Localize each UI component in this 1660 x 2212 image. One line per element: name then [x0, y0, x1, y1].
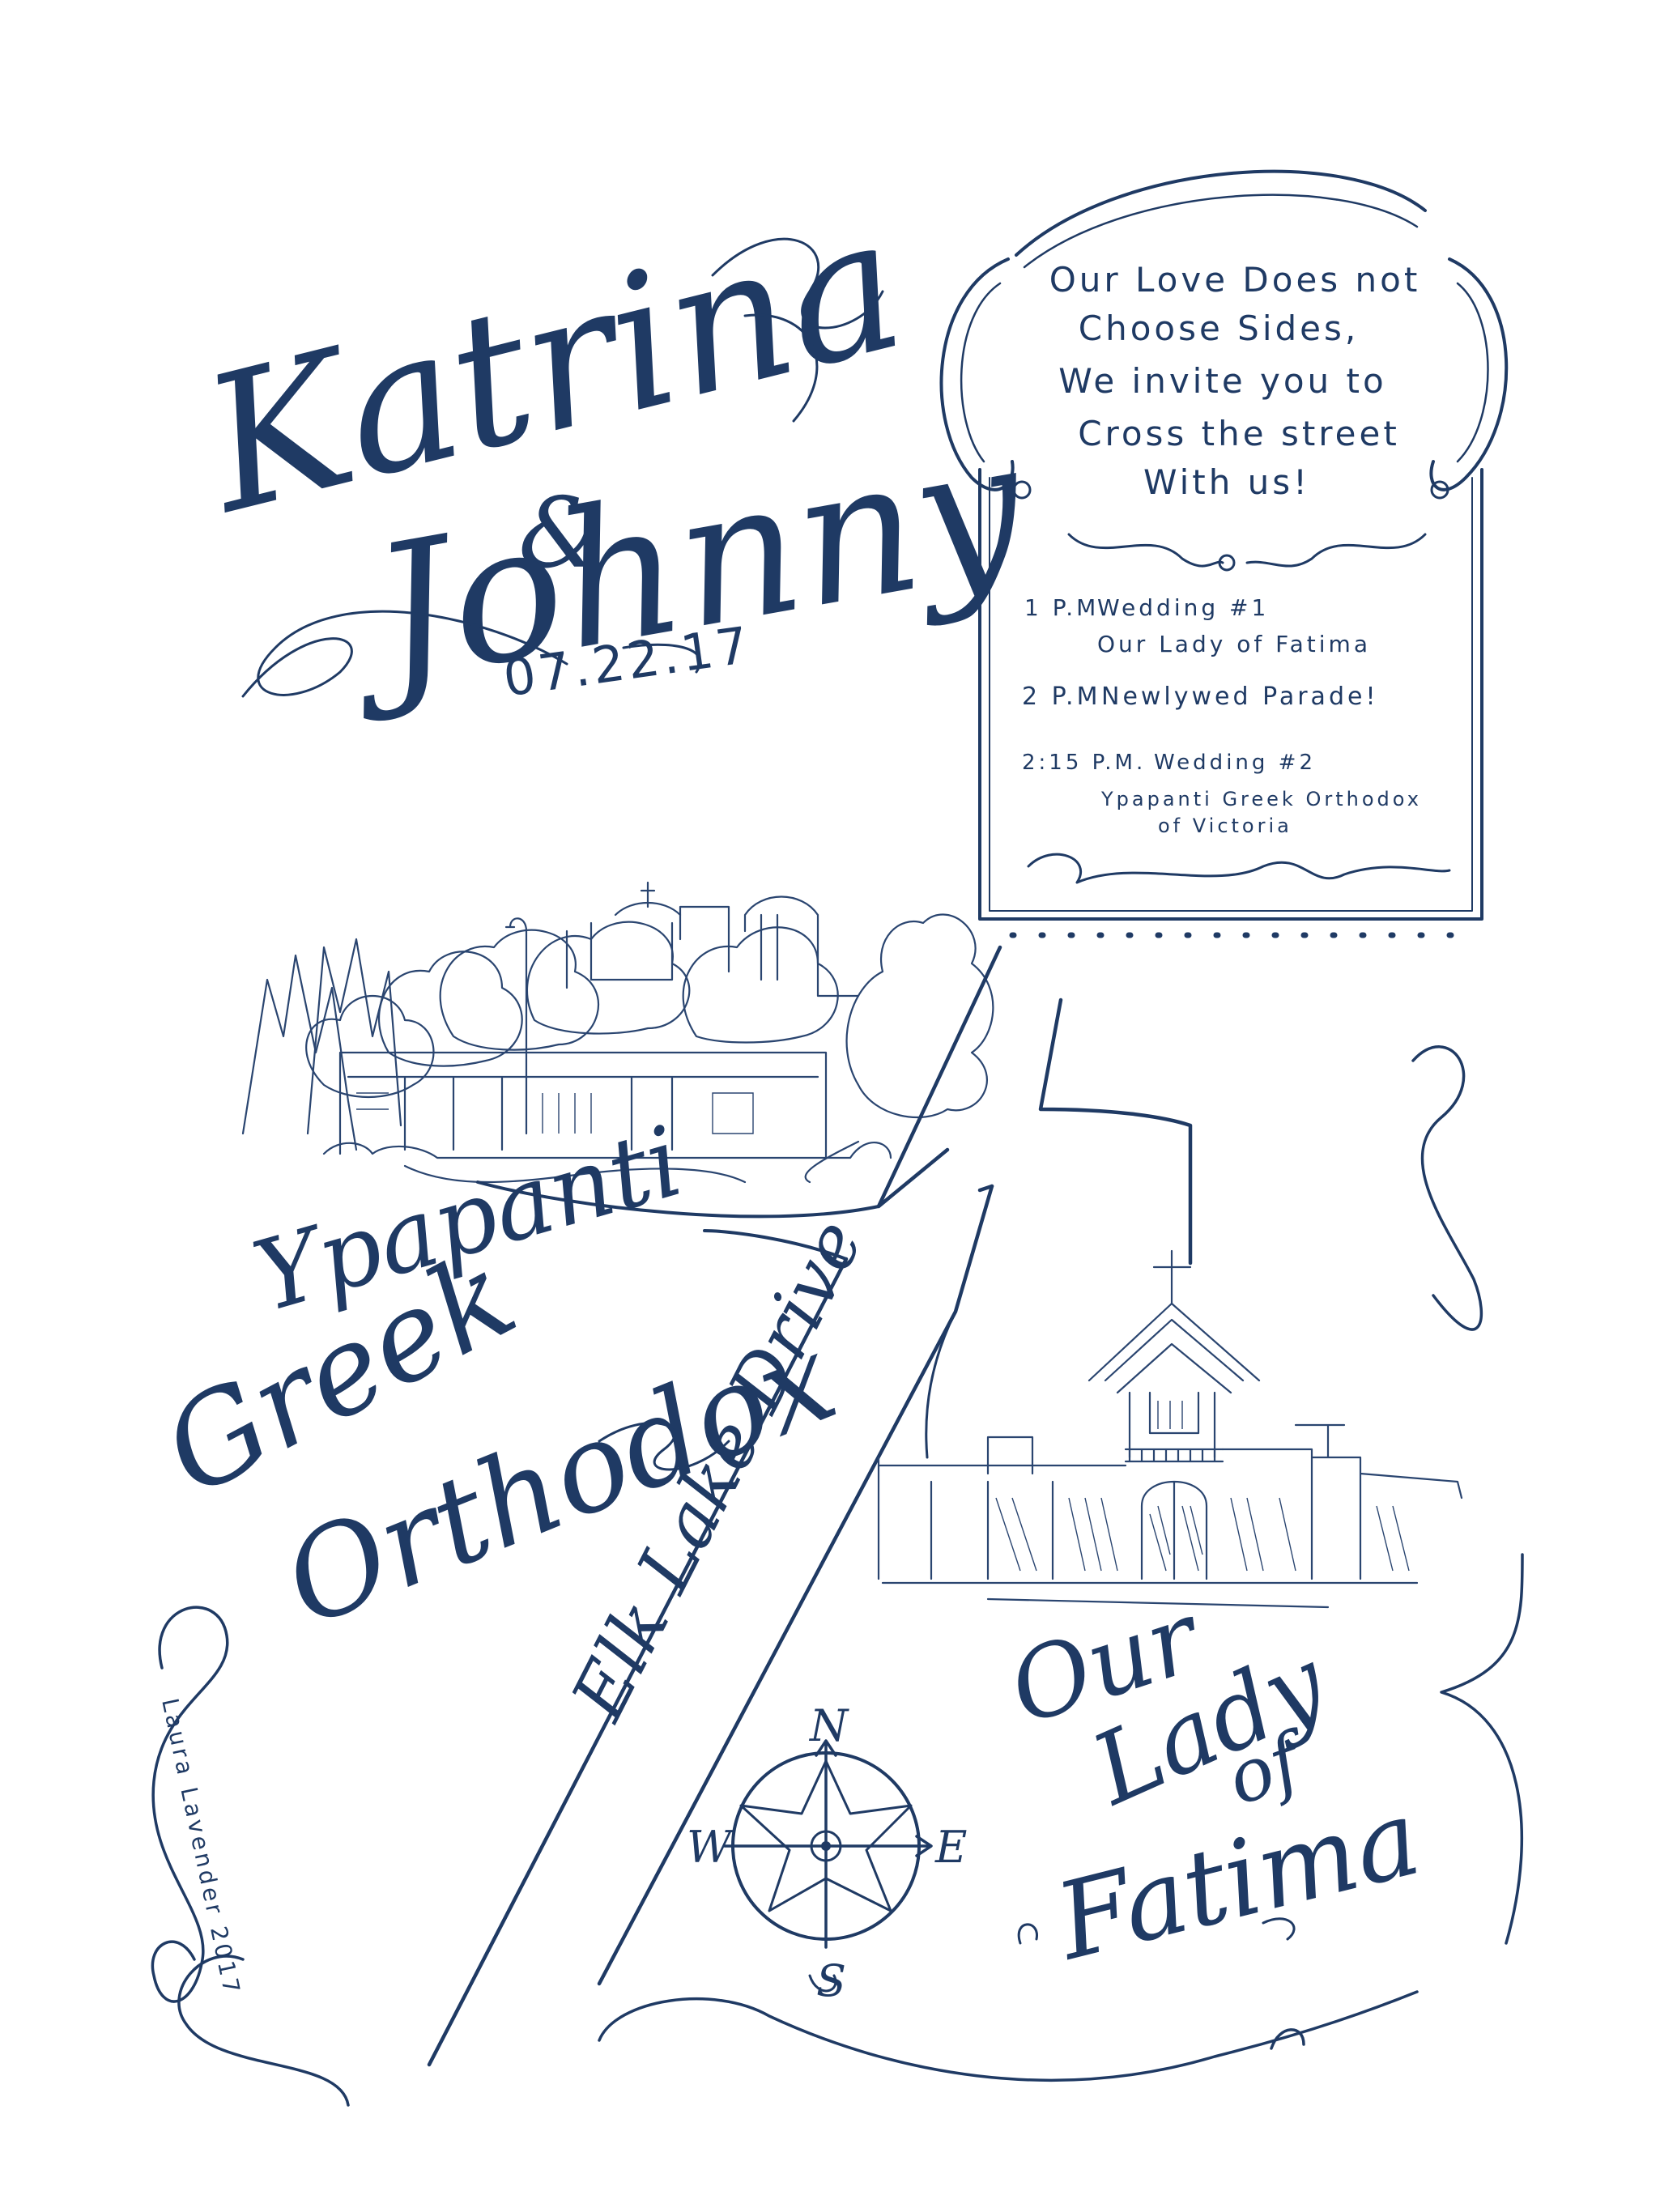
- date-underline: [622, 643, 701, 674]
- frame-left-scroll-inner: [960, 282, 1002, 463]
- fatima-label: Our Lady of Fatima: [997, 1580, 1432, 1984]
- compass-north: N: [808, 1700, 849, 1751]
- schedule-3-detail2: of Victoria: [1158, 815, 1292, 837]
- fatima-cross: [1152, 1249, 1192, 1305]
- tree-round-3: [439, 929, 599, 1051]
- title-flourish-right: [743, 313, 819, 423]
- swirl-center-small: [808, 1974, 837, 1993]
- frame-arch: [1015, 169, 1427, 257]
- frame-right-scroll: [1429, 257, 1509, 491]
- invitation-card: Our Love Does not Choose Sides, We invit…: [939, 169, 1509, 938]
- compass-west: W: [687, 1822, 735, 1873]
- elk-lake-drive-left-edge: [427, 1257, 849, 2067]
- compass-center-dot: [821, 1841, 831, 1851]
- fatima-roof: [1088, 1302, 1261, 1394]
- schedule-1-event: Wedding #1: [1097, 594, 1269, 621]
- schedule-3-event: Wedding #2: [1154, 751, 1316, 775]
- frame-bead-right: [1430, 480, 1449, 500]
- message-line-2: Choose Sides,: [1079, 308, 1359, 348]
- frame-bottom-flourish: [1027, 853, 1451, 884]
- title-flourish-top: [711, 237, 884, 330]
- church-left-facade: [338, 1051, 828, 1159]
- message-line-3: We invite you to: [1058, 361, 1386, 401]
- swirl-left-bottom: [151, 1606, 229, 2003]
- invitation-message: Our Love Does not Choose Sides, We invit…: [1049, 260, 1421, 502]
- schedule-2-event: Newlywed Parade!: [1101, 683, 1378, 711]
- fatima-door-hatch: [1149, 1505, 1203, 1572]
- tree-right-cluster: [845, 913, 994, 1119]
- message-line-1: Our Love Does not: [1049, 260, 1421, 300]
- schedule-3-time: 2:15 P.M.: [1022, 751, 1146, 775]
- church-left-path: [403, 1164, 747, 1184]
- lamp-post: [504, 917, 528, 1135]
- side-street: [1038, 998, 1193, 1266]
- ampersand: &: [518, 478, 605, 590]
- fatima-ground: [881, 1581, 1419, 1609]
- tree-round-1: [305, 994, 435, 1099]
- swirl-right-mid: [1440, 1553, 1524, 1945]
- left-church-drive: [476, 1180, 880, 1261]
- schedule-1-detail: Our Lady of Fatima: [1097, 631, 1371, 657]
- schedule-2-time: 2 P.M: [1022, 683, 1100, 711]
- church-left-cross: [640, 881, 656, 908]
- frame-body-inner: [989, 477, 1473, 912]
- border-flourishes: [151, 1045, 1524, 2107]
- greek-orthodox-label: Ypapanti Greek Orthodox: [142, 1105, 853, 1654]
- swirl-bottom: [598, 1990, 1419, 2082]
- tree-left-1: [241, 954, 358, 1151]
- our-lady-of-fatima-church-sketch: [877, 1249, 1463, 1609]
- orthodox-flourish: [598, 1422, 730, 1471]
- fatima-left-hatch: [995, 1497, 1118, 1572]
- church-left-towers: [565, 895, 860, 998]
- fatima-main-door: [1140, 1480, 1208, 1580]
- schedule-3-detail: Ypapanti Greek Orthodox: [1100, 788, 1422, 810]
- compass-center: [810, 1830, 842, 1862]
- artist-signature: Laura Lavender 2017: [156, 1696, 245, 1999]
- compass-rose: N W E S: [687, 1700, 967, 2006]
- elk-lake-drive-top-cap: [977, 1184, 994, 1193]
- compass-east: E: [934, 1822, 967, 1873]
- title-flourish: [241, 610, 568, 698]
- church-left-shrubs: [322, 1142, 892, 1159]
- message-line-4: Cross the street: [1078, 414, 1400, 453]
- fatima-balcony: [1124, 1448, 1224, 1463]
- frame-divider: [1067, 533, 1427, 568]
- frame-body: [978, 468, 1483, 921]
- frame-right-scroll-inner: [1456, 282, 1489, 463]
- frame-bead-left: [1012, 480, 1032, 500]
- couple-names: Katrina & Johnny 07.22.17: [183, 175, 1041, 730]
- frame-divider-center: [1218, 554, 1236, 572]
- fatima-right-wing: [1221, 1423, 1463, 1580]
- compass-south: S: [816, 1955, 846, 2006]
- church-left-windows: [356, 1092, 754, 1134]
- schedule-1-time: 1 P.M: [1024, 594, 1099, 621]
- fatima-tower-windows: [1157, 1401, 1183, 1429]
- fatima-left-wing: [877, 1436, 1127, 1580]
- frame-arch-inner: [1023, 194, 1419, 269]
- tree-round-2: [377, 951, 523, 1067]
- church-left-path-2: [804, 1140, 860, 1184]
- tree-left-2: [306, 938, 402, 1135]
- schedule: 1 P.M Wedding #1 Our Lady of Fatima 2 P.…: [1022, 594, 1422, 837]
- fatima-text: Fatima: [1044, 1776, 1432, 1984]
- swirl-left-loop: [177, 1955, 350, 2107]
- swirl-right-top: [1411, 1045, 1483, 1331]
- fatima-flourish: [1017, 1917, 1296, 1945]
- fatima-right-hatch: [1230, 1497, 1410, 1572]
- road-upper-left-edge: [876, 945, 1002, 1209]
- greek-orthodox-church-sketch: [241, 881, 994, 1184]
- message-line-5: With us!: [1143, 462, 1310, 502]
- fatima-tower: [1128, 1391, 1216, 1459]
- tree-round-4: [526, 921, 691, 1035]
- right-church-connector: [925, 1310, 957, 1459]
- frame-left-scroll: [939, 257, 1015, 491]
